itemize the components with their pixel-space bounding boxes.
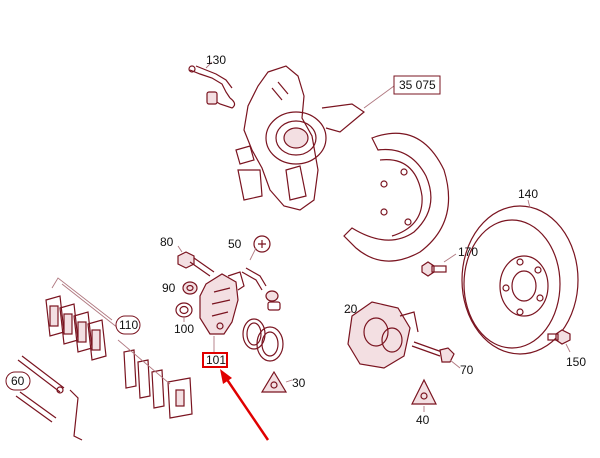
label-130: 130 (206, 53, 226, 67)
cap-90 (182, 281, 198, 295)
caliper-20 (347, 301, 419, 369)
label-100: 100 (174, 322, 194, 336)
label-50: 50 (228, 237, 242, 251)
bracket-40 (411, 378, 437, 412)
pins-60 (15, 355, 83, 441)
bolt-80 (177, 245, 215, 277)
steering-knuckle (235, 65, 366, 211)
bolt-150 (547, 329, 571, 353)
red-arrow-icon (220, 369, 270, 441)
label-40: 40 (416, 413, 430, 427)
bushing-100 (175, 302, 193, 322)
bolt-70 (411, 341, 461, 369)
label-30: 30 (292, 376, 306, 390)
label-20: 20 (344, 302, 358, 316)
label-90: 90 (162, 281, 176, 295)
brake-disc-140 (461, 199, 579, 355)
brake-pads-110 (45, 277, 119, 361)
label-80: 80 (160, 235, 174, 249)
bolt-170 (421, 253, 457, 277)
seal-ring-30 (242, 318, 293, 393)
label-101: 101 (206, 353, 226, 367)
caliper-carrier-101 (199, 271, 245, 335)
highlight-box-101 (202, 352, 228, 368)
label-150: 150 (566, 355, 586, 369)
splash-shield (343, 132, 450, 262)
label-70: 70 (460, 363, 474, 377)
wear-sensor-130 (188, 61, 236, 109)
label-140: 140 (518, 187, 538, 201)
anti-rattle-clips (117, 339, 193, 419)
label-170: 170 (458, 245, 478, 259)
bleeder-50 (241, 235, 281, 311)
label-60: 60 (11, 374, 25, 388)
label-35075: 35 075 (399, 78, 436, 92)
label-110: 110 (119, 318, 138, 332)
